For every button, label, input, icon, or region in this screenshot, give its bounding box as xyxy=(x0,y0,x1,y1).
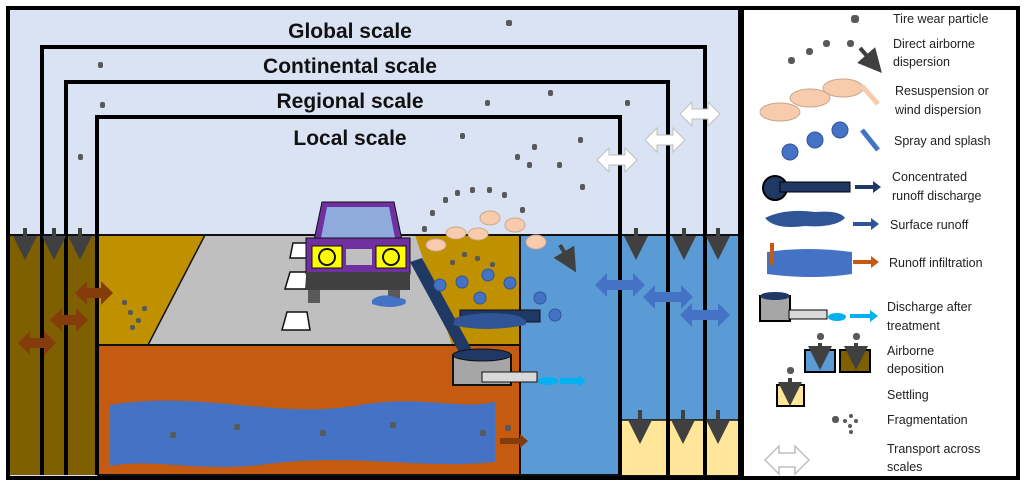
direct-airborne-dispersion-icon xyxy=(788,40,882,74)
legend-label: Discharge after xyxy=(887,300,972,314)
legend-label: Tire wear particle xyxy=(893,12,988,26)
resuspension-icon xyxy=(759,78,880,122)
airborne-deposition-icon xyxy=(804,333,871,373)
legend-label: Transport across xyxy=(887,442,980,456)
legend-label: scales xyxy=(887,460,922,474)
surface-runoff-icon xyxy=(765,210,879,230)
tire-wear-particles xyxy=(78,20,630,438)
runoff-infiltration-icon xyxy=(767,243,879,277)
soil-transport-arrows xyxy=(18,281,528,448)
deep-soil-column xyxy=(10,235,98,475)
spray-splash-icon xyxy=(781,121,880,161)
legend-label: Resuspension or xyxy=(895,84,989,98)
legend-label: dispersion xyxy=(893,55,950,69)
treatment-discharge-icon xyxy=(759,292,878,322)
water-transport-arrows xyxy=(595,273,730,327)
legend-label: Fragmentation xyxy=(887,413,968,427)
legend-label: treatment xyxy=(887,319,940,333)
sediment xyxy=(620,420,738,475)
legend-label: Direct airborne xyxy=(893,37,975,51)
transport-across-scales-arrows xyxy=(596,100,721,174)
local-scale-label: Local scale xyxy=(293,127,406,150)
legend-label: deposition xyxy=(887,362,944,376)
legend-label: Concentrated xyxy=(892,170,967,184)
lane-markings xyxy=(281,242,311,331)
continental-scale-frame xyxy=(64,80,670,475)
legend-label: Spray and splash xyxy=(894,134,991,148)
global-scale-frame xyxy=(40,45,707,475)
settling-icon xyxy=(776,367,805,407)
legend: Tire wear particle Direct airborne dispe… xyxy=(740,6,1020,480)
groundwater xyxy=(110,400,495,468)
legend-icons xyxy=(759,15,882,476)
tire-wear-particle-icon xyxy=(851,15,859,23)
regional-scale-label: Regional scale xyxy=(276,90,423,113)
transport-across-scales-icon xyxy=(763,444,811,476)
airborne-deposition-arrows xyxy=(13,228,730,444)
legend-label: runoff discharge xyxy=(892,189,981,203)
concentrated-runoff-icon xyxy=(762,175,881,201)
legend-label: Surface runoff xyxy=(890,218,969,232)
global-scale-label: Global scale xyxy=(288,20,412,43)
car xyxy=(305,201,411,307)
legend-label: Airborne xyxy=(887,344,934,358)
diagram-panel: Global scale Continental scale Regional … xyxy=(6,6,742,480)
resuspension-clouds xyxy=(425,210,547,252)
legend-frame xyxy=(740,6,1020,480)
legend-label: wind dispersion xyxy=(894,103,981,117)
fragmentation-icon xyxy=(832,414,858,434)
continental-scale-label: Continental scale xyxy=(263,55,437,78)
spray-droplets xyxy=(433,268,562,322)
legend-labels: Tire wear particle Direct airborne dispe… xyxy=(887,12,991,474)
legend-label: Runoff infiltration xyxy=(889,256,983,270)
runoff-drain xyxy=(410,258,586,387)
legend-label: Settling xyxy=(887,388,929,402)
